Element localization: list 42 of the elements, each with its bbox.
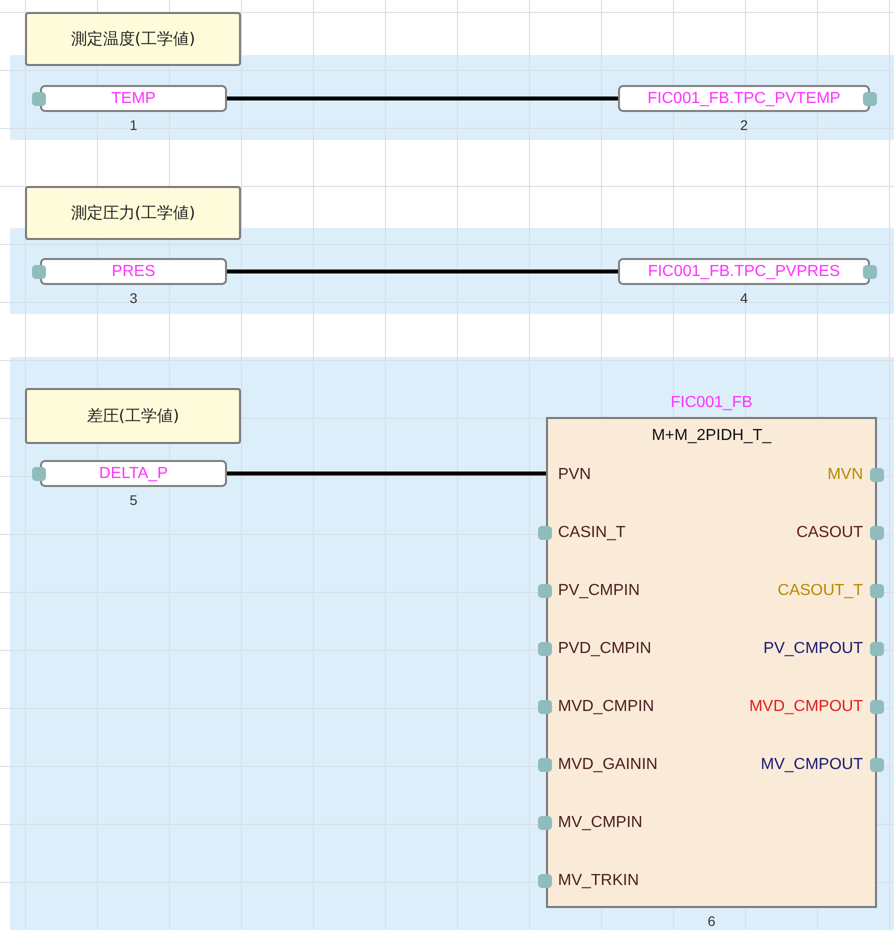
element-number: 4 bbox=[740, 290, 748, 306]
comment-text: 差圧(工学値) bbox=[86, 406, 180, 426]
pin-label: PV_CMPOUT bbox=[763, 640, 863, 658]
pin-label: MVD_GAININ bbox=[558, 756, 658, 774]
pin-label: MVD_CMPOUT bbox=[749, 698, 863, 716]
element-number: 3 bbox=[130, 290, 138, 306]
pin-label: MVN bbox=[827, 466, 863, 484]
element-number: 2 bbox=[740, 117, 748, 133]
pin-label: PV_CMPIN bbox=[558, 582, 640, 600]
variable-box bbox=[40, 460, 227, 487]
connection-line bbox=[227, 472, 546, 476]
function-block bbox=[546, 417, 877, 908]
variable-name: FIC001_FB.TPC_PVTEMP bbox=[648, 90, 840, 108]
variable-name: FIC001_FB.TPC_PVPRES bbox=[648, 262, 840, 280]
variable-box bbox=[40, 258, 227, 285]
variable-box bbox=[40, 85, 227, 112]
connection-line bbox=[227, 270, 618, 274]
variable-name: DELTA_P bbox=[99, 464, 168, 482]
variable-name: PRES bbox=[112, 262, 156, 280]
pin-label: MV_CMPIN bbox=[558, 814, 642, 832]
comment-box bbox=[25, 186, 241, 240]
pin-label: MV_TRKIN bbox=[558, 872, 639, 890]
pin-label: MVD_CMPIN bbox=[558, 698, 654, 716]
pin-label: CASOUT bbox=[796, 524, 863, 542]
element-number: 1 bbox=[130, 117, 138, 133]
block-type-label: M+M_2PIDH_T_ bbox=[650, 427, 772, 445]
comment-box bbox=[25, 12, 241, 66]
pin-label: CASIN_T bbox=[558, 524, 626, 542]
variable-name: TEMP bbox=[111, 90, 156, 108]
comment-text: 測定圧力(工学値) bbox=[70, 202, 196, 224]
variable-box bbox=[618, 85, 870, 112]
pin-label: CASOUT_T bbox=[778, 582, 863, 600]
pin-label: PVN bbox=[558, 466, 591, 484]
pin-label: PVD_CMPIN bbox=[558, 640, 652, 658]
element-number: 6 bbox=[708, 913, 716, 929]
instance-name: FIC001_FB bbox=[670, 394, 752, 412]
variable-box bbox=[618, 258, 870, 285]
comment-box bbox=[25, 388, 241, 444]
pin-label: MV_CMPOUT bbox=[760, 756, 863, 774]
connection-line bbox=[227, 96, 618, 100]
comment-text: 測定温度(工学値) bbox=[70, 28, 196, 50]
element-number: 5 bbox=[130, 492, 138, 508]
